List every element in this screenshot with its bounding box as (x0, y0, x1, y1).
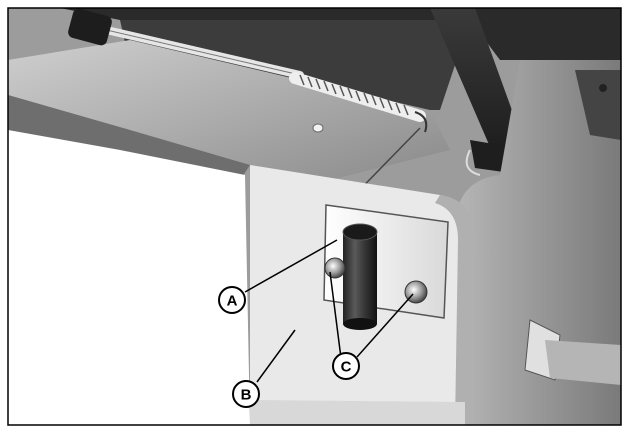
callout-b-leader (256, 329, 296, 383)
figure-border (7, 7, 622, 426)
lift-arm (430, 8, 530, 170)
bolt-left (324, 257, 346, 279)
white-background-left (8, 130, 250, 425)
spring (289, 72, 426, 122)
pivot-tube (342, 223, 378, 330)
deck-top-surface (8, 40, 450, 180)
callout-c-leader-left (329, 271, 342, 359)
callout-a-leader (244, 239, 338, 293)
callout-a: A (218, 286, 246, 314)
deck-interior-shadow (8, 8, 621, 60)
callout-b: B (232, 380, 260, 408)
callout-c-leader-right (356, 293, 414, 358)
callout-c-label: C (341, 359, 352, 376)
callout-b-label: B (241, 387, 252, 404)
right-housing (450, 60, 621, 425)
rod-end-cap (68, 8, 112, 46)
callout-c: C (332, 352, 360, 380)
callout-a-label: A (227, 293, 238, 310)
